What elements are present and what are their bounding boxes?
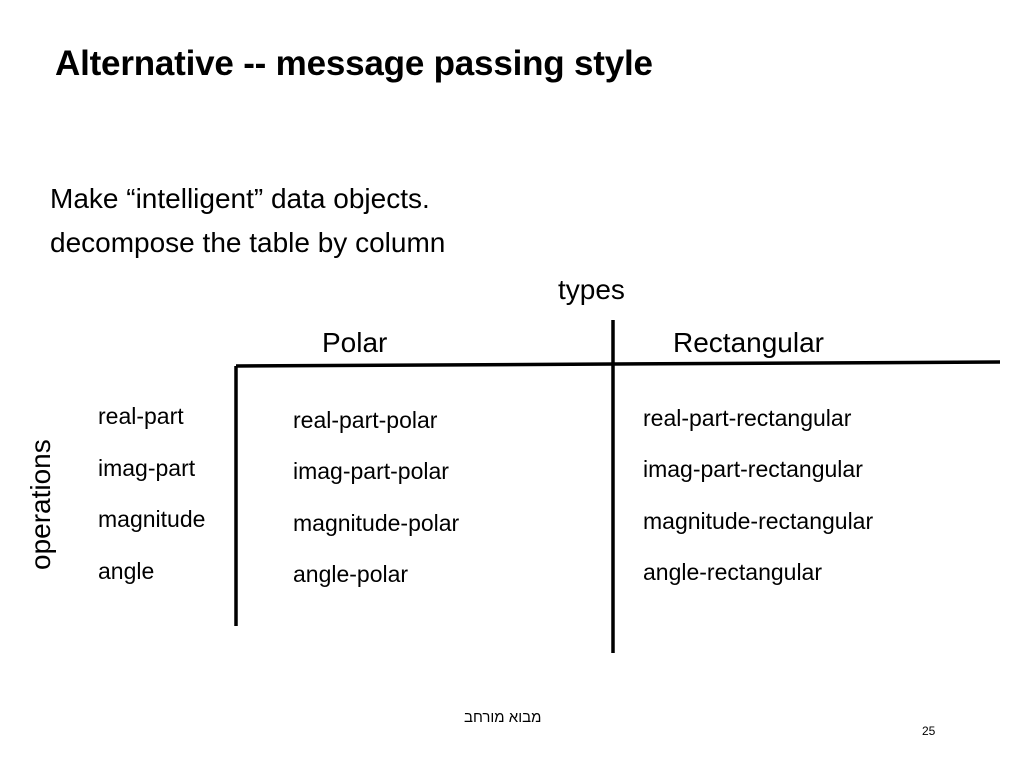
- operation-label-magnitude: magnitude: [98, 506, 206, 532]
- cell-angle-polar: angle-polar: [293, 561, 409, 587]
- operation-label-angle: angle: [98, 558, 155, 584]
- cell-magnitude-polar: magnitude-polar: [293, 510, 460, 536]
- cell-angle-rectangular: angle-rectangular: [643, 559, 823, 585]
- page-number: 25: [922, 724, 936, 738]
- types-axis-label: types: [558, 274, 625, 305]
- cell-magnitude-rectangular: magnitude-rectangular: [643, 508, 874, 534]
- slide-title: Alternative -- message passing style: [55, 44, 653, 83]
- table-top-border: [235, 360, 1001, 368]
- operation-label-real-part: real-part: [98, 403, 184, 429]
- column-header-polar: Polar: [322, 327, 388, 358]
- cell-imag-part-polar: imag-part-polar: [293, 458, 449, 484]
- body-text-line-1: Make “intelligent” data objects.: [50, 183, 430, 214]
- cell-real-part-polar: real-part-polar: [293, 407, 438, 433]
- body-text-line-2: decompose the table by column: [50, 227, 446, 258]
- column-header-rectangular: Rectangular: [673, 327, 824, 358]
- cell-imag-part-rectangular: imag-part-rectangular: [643, 456, 863, 482]
- cell-real-part-rectangular: real-part-rectangular: [643, 405, 852, 431]
- operations-axis-label: operations: [25, 439, 56, 570]
- operation-label-imag-part: imag-part: [98, 455, 196, 481]
- slide-footer: מבוא מורחב: [464, 709, 542, 726]
